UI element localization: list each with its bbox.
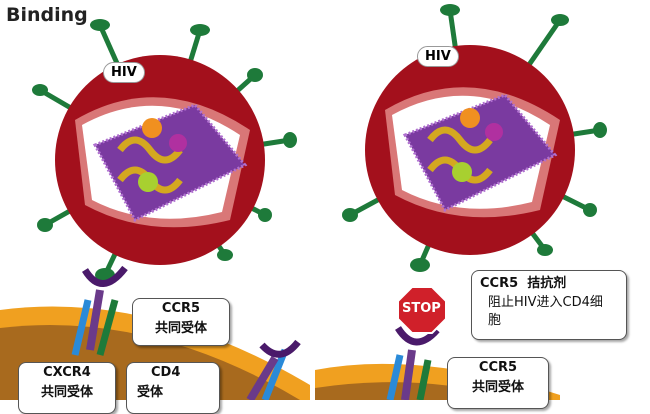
ccr5-antagonist-label: CCR5 拮抗剂 阻止HIV进入CD4细胞 xyxy=(471,270,627,340)
stop-sign-icon xyxy=(397,286,447,334)
cd4-receptor-label: CD4 受体 xyxy=(126,362,220,414)
label-name: CCR5 xyxy=(161,301,201,316)
ccr5-coreceptor-label-right: CCR5 共同受体 xyxy=(447,357,549,409)
label-desc: 共同受体 xyxy=(40,385,93,400)
label-name: CCR5 xyxy=(480,276,519,291)
stop-label: STOP xyxy=(402,301,441,316)
binding-diagram xyxy=(0,4,607,400)
hiv-virus-right xyxy=(342,4,607,272)
label-name: CD4 xyxy=(151,365,181,380)
hiv-virus-left xyxy=(32,19,297,282)
cxcr4-coreceptor-label: CXCR4 共同受体 xyxy=(18,362,116,414)
label-desc: 共同受体 xyxy=(471,380,524,395)
label-type: 拮抗剂 xyxy=(527,276,567,291)
label-desc: 阻止HIV进入CD4细胞 xyxy=(488,295,603,328)
page-title: Binding xyxy=(6,4,88,26)
label-name: CCR5 xyxy=(478,360,518,375)
receptors-left xyxy=(71,265,301,400)
label-desc: 受体 xyxy=(137,385,164,400)
hiv-label-right: HIV xyxy=(417,46,459,67)
hiv-label-left: HIV xyxy=(103,62,145,83)
label-name: CXCR4 xyxy=(43,365,91,380)
receptors-right xyxy=(386,325,440,400)
ccr5-coreceptor-label-left: CCR5 共同受体 xyxy=(132,298,230,346)
label-desc: 共同受体 xyxy=(154,321,207,336)
